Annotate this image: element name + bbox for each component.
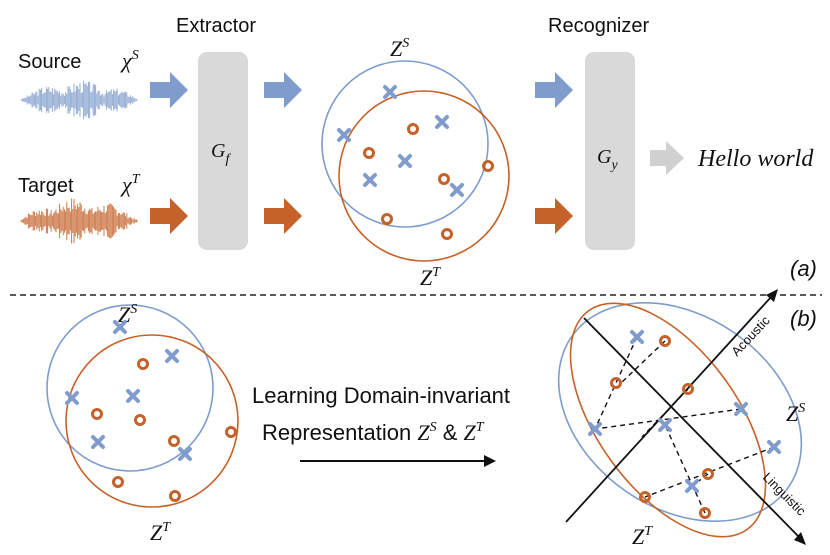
zt-label: ZT [420,265,441,290]
extractor-symbol: Gf [211,140,231,167]
right-zs-label: ZS [786,401,805,426]
left-zs-circle [46,304,214,472]
left-zt-circle [65,334,239,508]
zs-circle [321,60,489,228]
right-zt-ellipse [569,302,767,538]
source-arrow-in [150,72,188,108]
source-waveform [20,80,139,120]
left-zs-label: ZS [118,302,137,327]
caption-line1: Learning Domain-invariant [252,383,510,408]
target-arrow-out [264,198,302,234]
panel-b: (b) ZS ZT Learning Domain-invariant Repr… [46,289,817,549]
extractor-title: Extractor [176,15,256,37]
recognizer-symbol: Gy [597,146,618,173]
output-text: Hello world [697,146,814,172]
zt-circle [338,90,510,262]
recognizer-block [585,52,635,250]
source-arrow-rec [535,72,573,108]
target-arrow-in [150,198,188,234]
left-zt-label: ZT [150,520,171,545]
right-zs-ellipse [557,302,803,522]
target-waveform [20,198,139,244]
target-points-b-left [91,358,237,502]
recognizer-title: Recognizer [548,15,650,37]
chi-source: χS [120,48,139,73]
zs-label: ZS [390,36,409,61]
panel-a-tag: (a) [790,256,817,281]
panel-b-tag: (b) [790,306,817,331]
right-zt-label: ZT [632,524,653,549]
acoustic-axis-head [766,289,778,302]
extractor-block [198,52,248,250]
target-points-a [363,123,494,240]
linguistic-axis [583,317,801,539]
output-arrow [650,141,684,175]
caption-line2: Representation ZS & ZT [262,420,485,445]
target-arrow-rec [535,198,573,234]
target-label: Target [18,175,74,197]
transform-arrow-head [484,455,496,467]
projection-lines [594,336,775,514]
source-points-b-right [588,330,781,493]
panel-a: Source Target χS χT Extractor Gf ZS ZT [18,15,817,290]
source-points-a [337,85,464,197]
chi-target: χT [120,172,141,197]
linguistic-label: Linguistic [760,470,809,519]
source-label: Source [18,51,81,73]
linguistic-axis-head [794,532,806,545]
source-arrow-out [264,72,302,108]
